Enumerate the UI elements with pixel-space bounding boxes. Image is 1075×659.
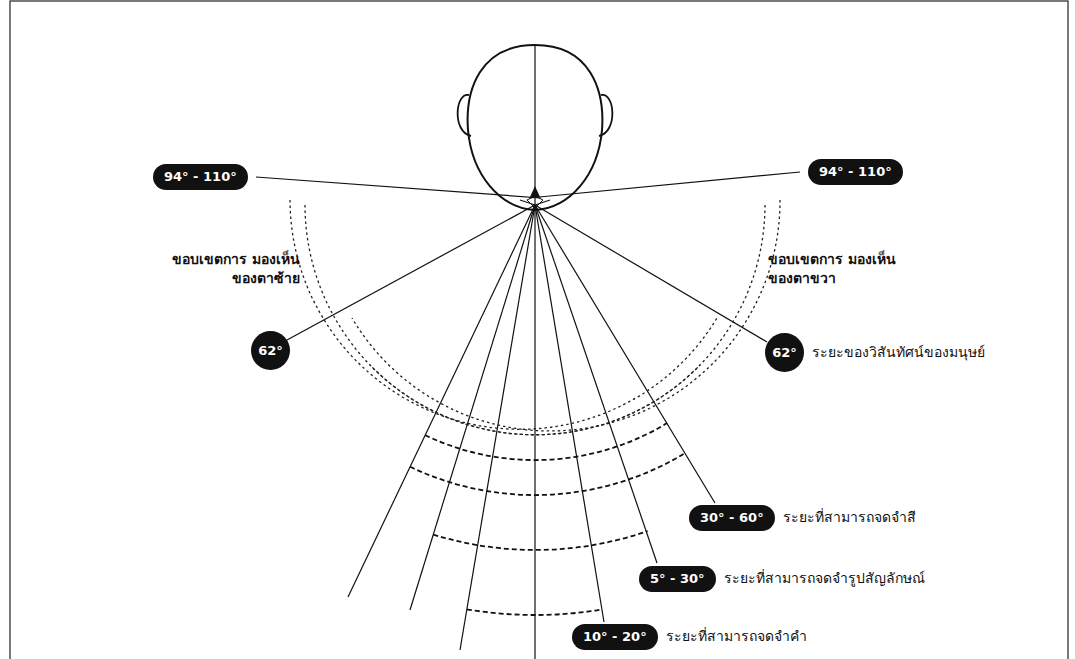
angle-circle: 62° bbox=[765, 333, 804, 372]
range-arc bbox=[410, 453, 685, 495]
left-limit-line bbox=[256, 177, 541, 198]
angle-text: 94° - 110° bbox=[164, 169, 237, 185]
range-label: ระยะที่สามารถจดจำคำ bbox=[666, 627, 807, 646]
eye-limit-arcs bbox=[290, 200, 780, 435]
angle-text: 62° bbox=[258, 343, 283, 359]
ray bbox=[460, 205, 535, 650]
angle-text: 5° - 30° bbox=[650, 571, 705, 587]
range-arc bbox=[467, 609, 602, 615]
angle-badge: 94° - 110° bbox=[808, 159, 903, 185]
angle-circle: 62° bbox=[251, 331, 290, 370]
ray bbox=[535, 205, 657, 563]
frame bbox=[10, 1, 1068, 659]
right-ear bbox=[599, 95, 612, 136]
angle-text: 94° - 110° bbox=[819, 164, 892, 180]
range-label: ระยะของวิสันทัศน์ของมนุษย์ bbox=[812, 343, 985, 362]
field-lines bbox=[256, 45, 800, 659]
left-eye-arc bbox=[305, 205, 700, 435]
angle-badge: 5° - 30° bbox=[639, 566, 716, 592]
left-ear bbox=[458, 95, 471, 136]
ray bbox=[348, 205, 535, 597]
angle-badge: 94° - 110° bbox=[153, 164, 248, 190]
angle-text: 10° - 20° bbox=[583, 629, 647, 645]
center-line bbox=[534, 45, 535, 659]
angle-badge: 30° - 60° bbox=[689, 505, 775, 531]
ray bbox=[287, 205, 535, 340]
angle-badge: 10° - 20° bbox=[572, 624, 658, 650]
range-arc bbox=[425, 423, 667, 460]
range-label: ระยะที่สามารถจดจำสี bbox=[783, 508, 916, 527]
range-label: ระยะที่สามารถจดจำรูปสัญลักษณ์ bbox=[724, 569, 925, 588]
right-limit-line bbox=[529, 172, 800, 198]
eye-field-label: ขอบเขตการ มองเห็นของตาซ้าย bbox=[170, 250, 300, 288]
ray bbox=[535, 205, 604, 622]
ray bbox=[535, 205, 767, 342]
range-arc bbox=[433, 531, 647, 550]
right-eye-arc bbox=[352, 200, 780, 431]
angle-text: 62° bbox=[772, 345, 797, 361]
focus-diamond bbox=[527, 196, 543, 208]
focus-point bbox=[530, 186, 540, 197]
right-eye-arc bbox=[370, 205, 765, 435]
eye-field-label: ขอบเขตการ มองเห็นของตาขวา bbox=[768, 250, 898, 288]
left-eye-arc bbox=[290, 200, 717, 429]
angle-text: 30° - 60° bbox=[700, 510, 764, 526]
